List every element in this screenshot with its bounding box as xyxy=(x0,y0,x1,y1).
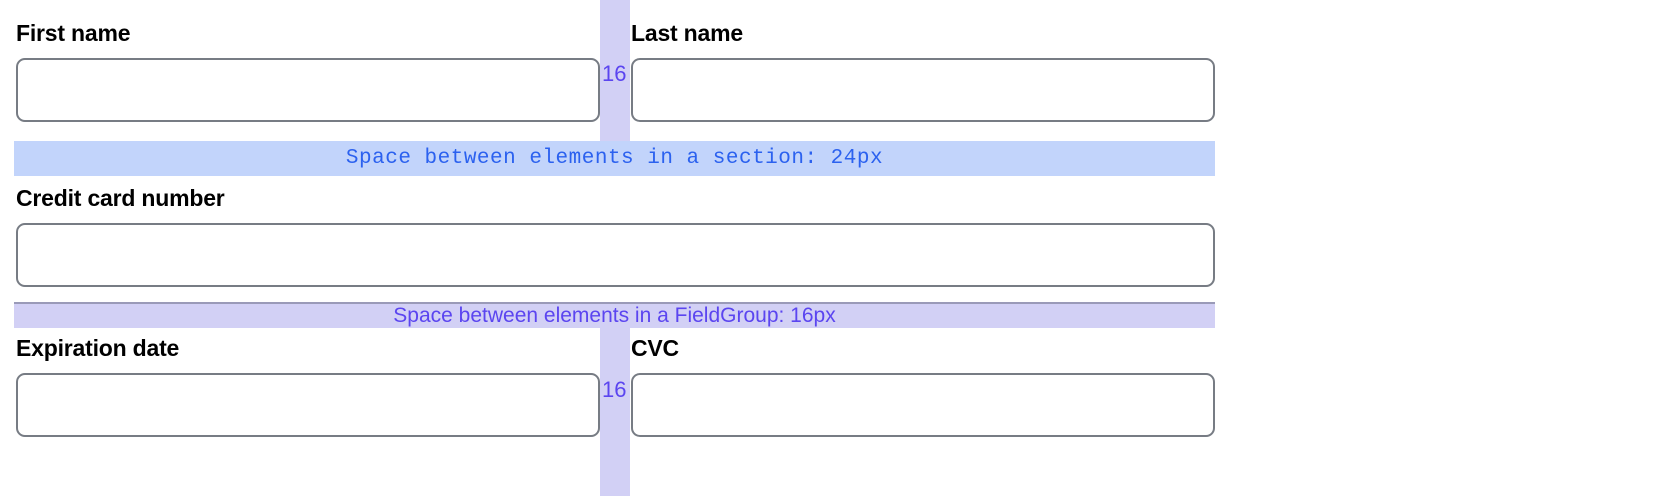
field-expiration-date: Expiration date xyxy=(16,335,600,437)
field-cvc: CVC xyxy=(631,335,1215,437)
input-first-name[interactable] xyxy=(16,58,600,122)
column-gap-label-card-row: 16 xyxy=(602,377,627,402)
field-first-name: First name xyxy=(16,20,600,122)
input-last-name[interactable] xyxy=(631,58,1215,122)
label-last-name: Last name xyxy=(631,20,743,46)
label-cvc: CVC xyxy=(631,335,679,361)
label-credit-card-number: Credit card number xyxy=(16,185,225,211)
column-gap-indicator-name-row xyxy=(600,0,630,141)
column-gap-indicator-card-row xyxy=(600,328,630,496)
spacing-bar-section: Space between elements in a section: 24p… xyxy=(14,141,1215,176)
field-credit-card-number: Credit card number xyxy=(16,185,1215,287)
spacing-bar-fieldgroup-text: Space between elements in a FieldGroup: … xyxy=(393,304,836,327)
field-last-name: Last name xyxy=(631,20,1215,122)
input-credit-card-number[interactable] xyxy=(16,223,1215,287)
input-cvc[interactable] xyxy=(631,373,1215,437)
spacing-bar-fieldgroup: Space between elements in a FieldGroup: … xyxy=(14,302,1215,328)
column-gap-label-name-row: 16 xyxy=(602,61,627,86)
input-expiration-date[interactable] xyxy=(16,373,600,437)
label-expiration-date: Expiration date xyxy=(16,335,180,361)
label-first-name: First name xyxy=(16,20,131,46)
spacing-bar-section-text: Space between elements in a section: 24p… xyxy=(345,147,884,170)
